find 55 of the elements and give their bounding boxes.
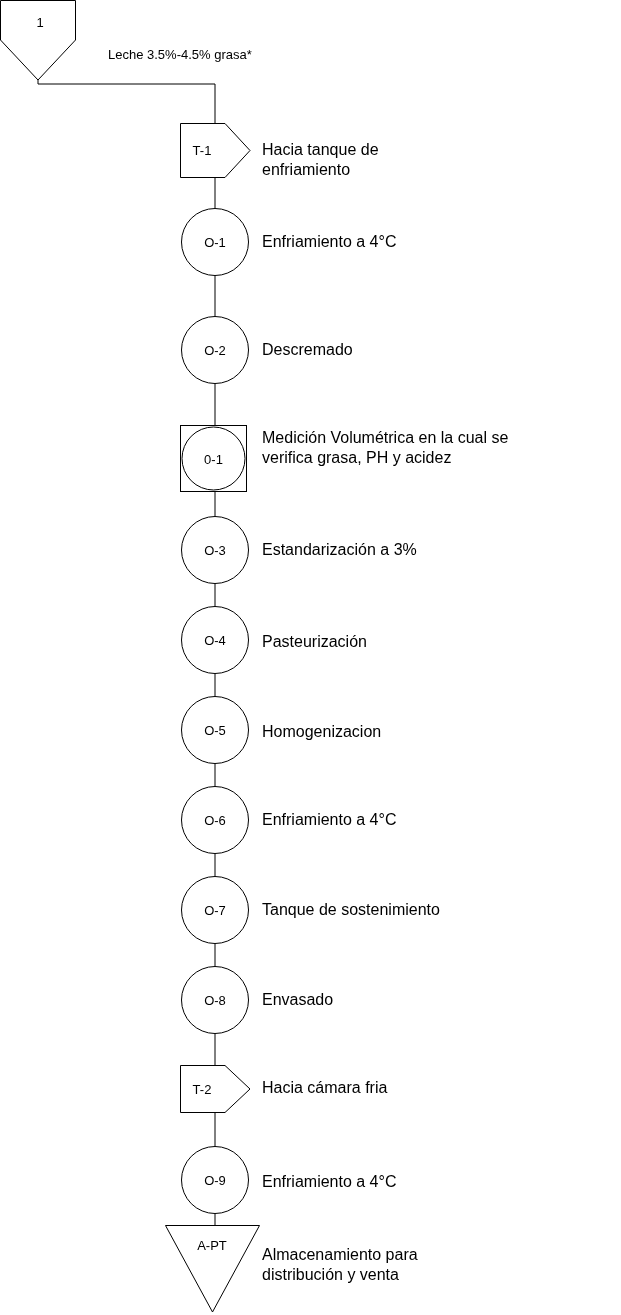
off-page-connector	[0, 0, 76, 80]
step-description: Estandarización a 3%	[262, 540, 418, 560]
step-description: Envasado	[262, 990, 335, 1010]
transport-symbol	[180, 123, 250, 178]
operation-circle	[181, 1146, 249, 1214]
step-code: O-9	[204, 1172, 226, 1188]
step-description: Leche 3.5%-4.5% grasa*	[108, 46, 253, 64]
operation-circle	[181, 696, 249, 764]
operation-circle	[181, 786, 249, 854]
connector-line	[214, 943, 216, 967]
step-description: Homogenizacion	[262, 722, 383, 742]
operation-circle	[181, 516, 249, 584]
step-description: Almacenamiento para distribución y venta	[262, 1245, 419, 1285]
step-description: Pasteurización	[262, 632, 368, 652]
step-code: O-6	[204, 812, 226, 828]
connector-line	[37, 79, 216, 124]
step-description: Enfriamiento a 4°C	[262, 1172, 398, 1192]
step-code: A-PT	[197, 1237, 227, 1253]
connector-line	[214, 1213, 216, 1226]
combined-inspection-symbol	[180, 425, 247, 492]
connector-line	[214, 673, 216, 697]
step-description: Enfriamiento a 4°C	[262, 232, 398, 252]
step-code: T-1	[192, 142, 212, 158]
connector-line	[214, 1112, 216, 1147]
step-description: Tanque de sostenimiento	[262, 900, 441, 920]
step-code: O-5	[204, 722, 226, 738]
step-description: Descremado	[262, 340, 354, 360]
operation-circle	[181, 606, 249, 674]
connector-line	[214, 491, 216, 517]
step-code: O-1	[204, 234, 226, 250]
connector-line	[214, 177, 216, 209]
step-code: T-2	[192, 1081, 212, 1097]
step-code: O-3	[204, 542, 226, 558]
connector-line	[214, 1033, 216, 1066]
step-code: 0-1	[204, 451, 223, 466]
step-description: Enfriamiento a 4°C	[262, 810, 398, 830]
step-description: Hacia cámara fria	[262, 1078, 389, 1098]
transport-symbol	[180, 1065, 250, 1113]
storage-triangle	[165, 1225, 260, 1312]
step-code: O-8	[204, 992, 226, 1008]
connector-line	[214, 275, 216, 317]
operation-circle	[181, 316, 249, 384]
step-code: O-4	[204, 632, 226, 648]
step-code: 1	[36, 14, 44, 30]
operation-circle	[181, 966, 249, 1034]
connector-line	[214, 763, 216, 787]
operation-circle	[181, 208, 249, 276]
step-code: O-7	[204, 902, 226, 918]
connector-line	[214, 383, 216, 426]
step-description: Medición Volumétrica en la cual se verifica grasa, PH y acidez	[262, 428, 510, 468]
connector-line	[214, 853, 216, 877]
step-description: Hacia tanque de enfriamiento	[262, 140, 380, 180]
step-code: O-2	[204, 342, 226, 358]
operation-circle	[181, 876, 249, 944]
connector-line	[214, 583, 216, 607]
